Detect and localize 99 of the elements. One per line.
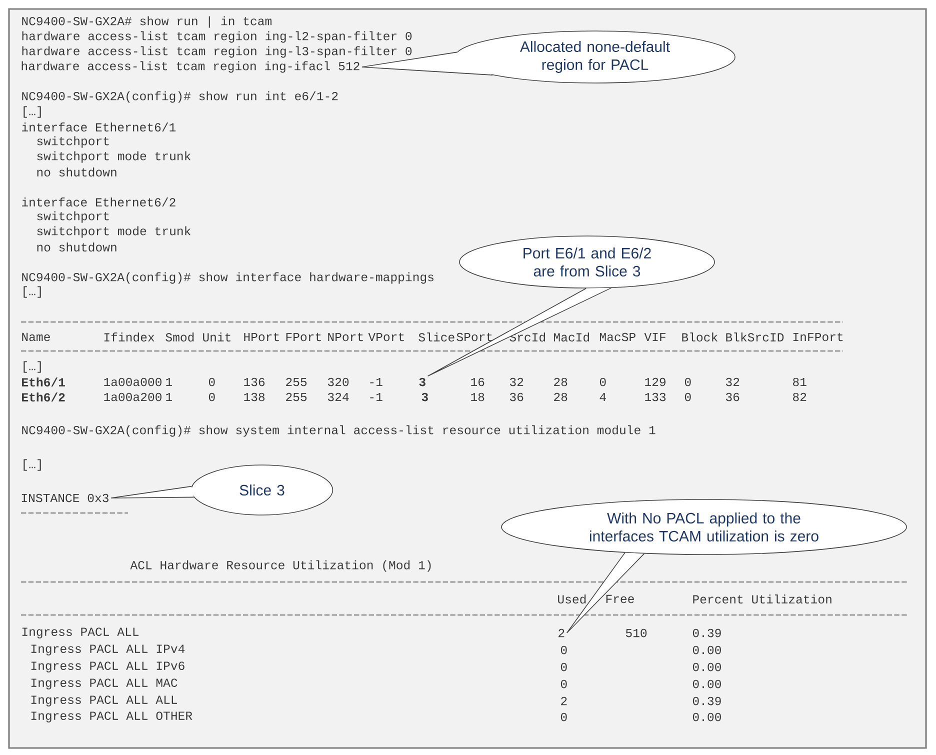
column-header: Ifindex: [104, 332, 154, 342]
table-value: 0: [560, 712, 567, 722]
console-line: […]: [24, 286, 41, 298]
console-line: […]: [24, 106, 41, 118]
console-line: NC9400-SW-GX2A(config)# show interface hardware-mappings: [22, 272, 434, 284]
console-line: […]: [24, 459, 41, 471]
console-line: hardware access-list tcam region ing-l2-span-filter 0: [22, 31, 412, 43]
column-header: Unit: [203, 332, 230, 342]
column-header: MacId: [554, 332, 590, 342]
table-value: 138: [244, 392, 265, 402]
table-value: 32: [510, 378, 524, 386]
table-value: 0.00: [692, 712, 721, 722]
table-value: 0: [600, 378, 606, 386]
console-line: NC9400-SW-GX2A# show run | in tcam: [22, 16, 272, 28]
callout-pointer: [427, 288, 612, 377]
table-value: Ingress PACL ALL OTHER: [31, 712, 192, 722]
console-line: hardware access-list tcam region ing-l3-span-filter 0: [22, 46, 412, 58]
callout-pointer: [110, 486, 194, 498]
table-value: 255: [286, 378, 307, 386]
table-value: 81: [793, 378, 806, 386]
console-line: no shutdown: [37, 242, 116, 252]
table-value: Ingress PACL ALL IPv6: [31, 662, 184, 672]
column-header: Name: [22, 332, 50, 342]
column-header: Free: [606, 594, 634, 604]
table-value: 0: [560, 680, 567, 688]
callout-pointer: [566, 552, 645, 634]
table-value: Eth6/1: [22, 378, 65, 387]
table-value: -1: [370, 378, 382, 386]
console-line: switchport mode trunk: [37, 226, 191, 238]
console-line: hardware access-list tcam region ing-ifacl 512: [22, 61, 360, 73]
console-line: interface Ethernet6/1: [22, 122, 176, 132]
table-value: 32: [726, 378, 740, 386]
table-value: 36: [726, 392, 740, 402]
callout-bubble: Slice 3: [190, 464, 334, 516]
console-line: interface Ethernet6/2: [22, 198, 176, 207]
table-value: 18: [471, 392, 484, 402]
table-value: 0: [208, 392, 215, 402]
table-value: 324: [328, 392, 349, 402]
table-value: 133: [645, 392, 666, 402]
table-value: -1: [370, 392, 382, 402]
table-value: 0: [560, 646, 567, 654]
console-line: NC9400-SW-GX2A(config)# show system internal access-list resource utilization module 1: [22, 425, 656, 437]
console-line: ACL Hardware Resource Utilization (Mod 1): [130, 560, 431, 572]
console-line: […]: [24, 361, 41, 373]
console-line: switchport mode trunk: [37, 151, 191, 163]
table-value: 136: [244, 378, 265, 386]
table-value: 36: [510, 392, 524, 402]
column-header: Used: [558, 594, 586, 604]
column-header: Block: [682, 332, 718, 342]
table-value: 16: [471, 378, 484, 386]
table-value: 2: [561, 696, 567, 706]
table-value: Ingress PACL ALL IPv4: [31, 644, 185, 656]
column-header: VPort: [368, 332, 404, 342]
column-header: NPort: [328, 332, 363, 342]
table-value: Ingress PACL ALL ALL: [31, 696, 178, 706]
column-header: BlkSrcID: [726, 332, 784, 342]
console-line: switchport: [37, 136, 109, 148]
table-value: 82: [793, 392, 806, 402]
console-line: no shutdown: [37, 167, 116, 177]
table-value: 0.39: [692, 628, 721, 638]
table-value: 0: [684, 378, 691, 386]
table-value: 3: [419, 378, 426, 386]
column-header: Smod: [166, 332, 194, 342]
column-header: HPort: [244, 332, 279, 342]
column-header: Percent Utilization: [693, 594, 832, 604]
table-value: Eth6/2: [22, 392, 65, 402]
console-line: INSTANCE 0x3: [22, 494, 108, 502]
table-value: 1a00a200: [104, 392, 162, 402]
column-header: SPort: [456, 332, 492, 342]
table-value: 1: [166, 392, 172, 402]
table-value: 510: [626, 628, 647, 638]
callout-bubble: Port E6/1 and E6/2 are from Slice 3: [459, 236, 715, 288]
table-value: 129: [645, 378, 666, 386]
console-line: NC9400-SW-GX2A(config)# show run int e6/1-2: [22, 91, 338, 103]
column-header: VIF: [644, 332, 666, 342]
table-value: Ingress PACL ALL: [22, 628, 138, 638]
table-value: 255: [286, 392, 307, 402]
table-value: 0: [684, 392, 691, 402]
table-value: 1a00a000: [104, 378, 162, 386]
table-value: 1: [166, 378, 172, 386]
table-value: 4: [600, 392, 606, 402]
table-value: 2: [558, 628, 564, 638]
table-value: 3: [422, 392, 428, 402]
table-value: 28: [554, 392, 568, 402]
table-value: 0: [208, 378, 215, 386]
column-header: FPort: [286, 332, 321, 342]
column-header: InFPort: [793, 332, 843, 342]
table-value: 28: [554, 378, 568, 386]
table-value: 0.39: [692, 696, 721, 706]
table-value: 0.00: [692, 662, 721, 672]
column-header: Slice: [418, 332, 454, 342]
table-value: 320: [328, 378, 349, 386]
table-value: 0.00: [692, 680, 721, 688]
callout-pointer: [362, 52, 493, 76]
console-line: switchport: [37, 211, 109, 223]
table-value: 0.00: [692, 646, 721, 654]
table-value: Ingress PACL ALL MAC: [31, 678, 178, 690]
column-header: MacSP: [600, 332, 636, 342]
table-value: 0: [560, 662, 567, 672]
